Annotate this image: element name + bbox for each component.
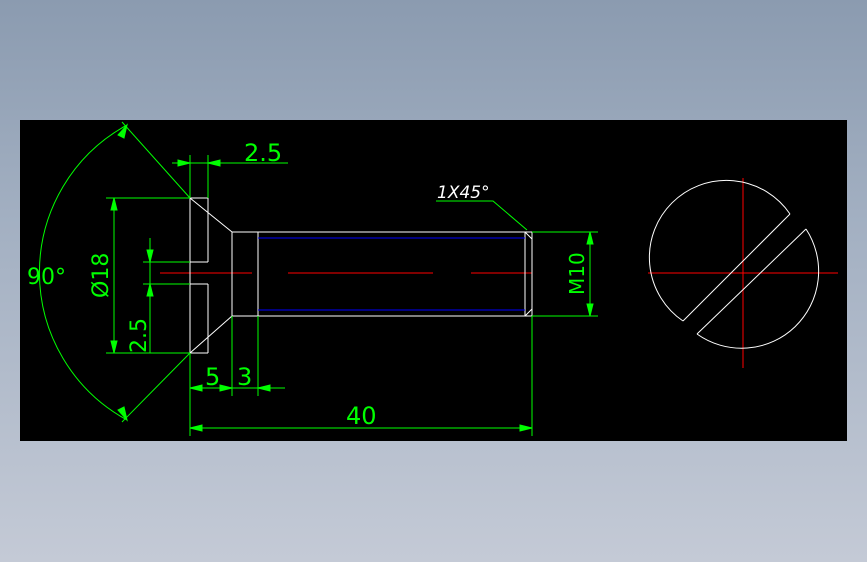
chamfer-note: 1X45° (437, 183, 490, 203)
end-view-arc-upper (648, 179, 791, 322)
dim-arrow (117, 406, 128, 422)
end-chamfer-line (524, 308, 533, 317)
dim-label-head-angle: 90° (27, 265, 66, 290)
chamfer-leader (436, 200, 528, 231)
dim-label-head-length: 5 (205, 363, 220, 391)
dim-arrow (189, 384, 203, 392)
dim-arrow (177, 159, 191, 167)
angle-arc (38, 124, 128, 421)
dim-label-neck-length: 3 (237, 363, 252, 391)
dim-extension (121, 121, 191, 199)
slot-edge (682, 213, 791, 322)
dim-arrow (117, 123, 128, 139)
dim-label-head-diameter: Ø18 (89, 253, 114, 298)
dim-arrow (146, 283, 154, 297)
dim-label-slot-width: 2.5 (127, 318, 152, 353)
dim-arrow (110, 197, 118, 211)
dim-label-thread-size: M10 (565, 252, 589, 295)
dim-arrow (189, 424, 203, 432)
end-chamfer-line (524, 231, 533, 240)
cone-top (189, 197, 233, 233)
slot-edge (696, 228, 807, 335)
dim-arrow (519, 424, 533, 432)
cone-bottom (189, 315, 233, 354)
dim-arrow (586, 231, 594, 245)
dim-arrow (586, 303, 594, 317)
dim-label-head-thickness: 2.5 (244, 139, 282, 167)
cad-viewport[interactable] (20, 120, 847, 441)
dim-extension (121, 352, 191, 423)
dim-arrow (110, 340, 118, 354)
dim-label-overall-length: 40 (346, 402, 377, 430)
dim-arrow (219, 384, 233, 392)
end-view-arc-lower (696, 228, 820, 349)
dim-arrow (207, 159, 221, 167)
dim-arrow (146, 249, 154, 263)
dim-arrow (257, 384, 271, 392)
